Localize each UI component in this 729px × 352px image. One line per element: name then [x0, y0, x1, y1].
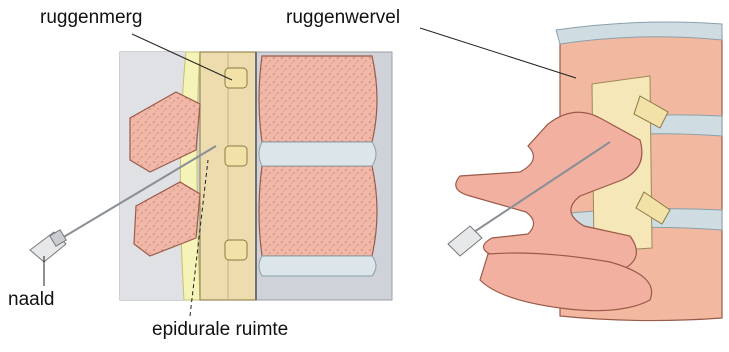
- epidural-fat: [180, 52, 200, 300]
- intervertebral-disc: [259, 142, 376, 166]
- vertebral-body-upper: [259, 56, 377, 142]
- vertebral-body-lower: [259, 166, 377, 256]
- label-epidural-space: epidurale ruimte: [152, 320, 288, 339]
- posterior-tissue: [120, 52, 190, 300]
- intervertebral-disc-lower: [259, 256, 376, 276]
- cross-section-view: [30, 34, 392, 316]
- label-vertebra: ruggenwervel: [286, 8, 400, 27]
- label-needle: naald: [8, 290, 55, 309]
- label-spinal-cord: ruggenmerg: [40, 8, 142, 27]
- vertebra-3d-view: [420, 22, 722, 321]
